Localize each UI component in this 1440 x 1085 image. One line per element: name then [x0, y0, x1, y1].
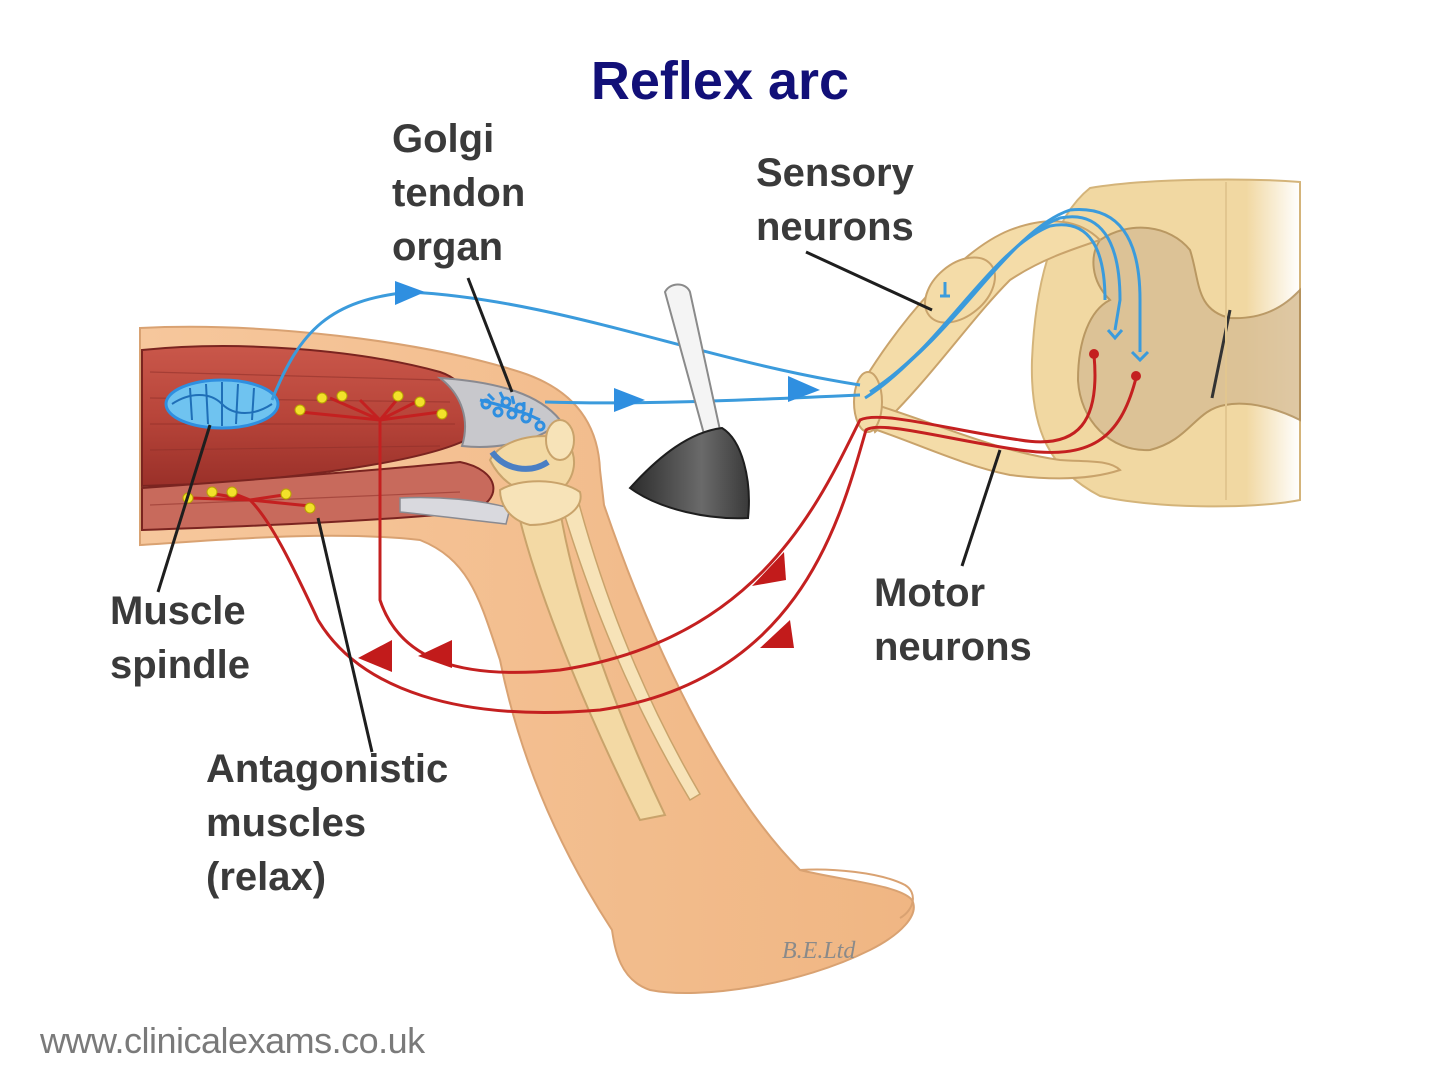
label-antagonistic-line-3: (relax) [206, 855, 327, 899]
dorsal-root-ganglion [924, 256, 996, 324]
motor-neuron-bodies [1089, 349, 1141, 381]
toes [799, 868, 914, 919]
motor-arrow-3 [418, 640, 452, 668]
sensory-terminals [1106, 329, 1150, 363]
lower-tendon [399, 496, 511, 525]
label-motor-neurons: Motor neurons [874, 566, 1032, 674]
spinal-cord [1030, 178, 1301, 508]
hammer-head [628, 426, 750, 520]
spindle-afferent-path [270, 290, 861, 401]
tibia-head [498, 480, 582, 527]
knee-joint [488, 419, 582, 527]
motor-arrow-4 [358, 640, 392, 672]
quadriceps-motor-branches [299, 395, 441, 422]
patella [545, 419, 575, 461]
hammer-handle [663, 283, 722, 436]
grey-matter [1076, 226, 1301, 452]
label-sensory-line-2: neurons [756, 205, 914, 249]
nerve-root [853, 220, 1122, 480]
reflex-hammer [628, 283, 750, 520]
muscle-spindle [164, 378, 280, 430]
motor-to-hamstring [248, 377, 1138, 714]
sensory-arrows [395, 281, 820, 412]
label-muscle-spindle: Muscle spindle [110, 584, 250, 692]
leader-antagonistic [316, 517, 374, 753]
sensory-arrow-1 [395, 281, 425, 305]
label-golgi-line-1: Golgi [392, 117, 495, 161]
leader-spindle [156, 424, 212, 593]
label-spindle-line-2: spindle [110, 643, 251, 687]
label-antagonistic-muscles: Antagonistic muscles (relax) [206, 742, 448, 904]
motor-arrow-1 [752, 552, 786, 586]
motor-arrows [358, 552, 794, 672]
sensory-arrow-2 [614, 388, 645, 412]
label-motor-line-2: neurons [874, 625, 1032, 669]
ventral-root [858, 398, 1122, 480]
leader-lines [156, 250, 1002, 753]
footer-website-link[interactable]: www.clinicalexams.co.uk [40, 1020, 425, 1061]
sensory-arrow-3 [788, 376, 820, 402]
leader-motor [960, 449, 1002, 567]
label-golgi-line-3: organ [392, 225, 504, 269]
fibula [558, 499, 702, 802]
motor-arrow-2 [760, 620, 794, 648]
label-golgi-tendon-organ: Golgi tendon organ [392, 112, 525, 274]
leader-golgi [466, 277, 514, 393]
golgi-tendon-organ [479, 391, 546, 432]
label-antagonistic-line-2: muscles [206, 801, 367, 845]
label-spindle-line-1: Muscle [110, 589, 246, 633]
label-golgi-line-2: tendon [392, 171, 526, 215]
sensory-into-cord-3 [864, 223, 1107, 400]
motor-to-quadriceps [378, 354, 1097, 674]
meniscus [489, 450, 550, 472]
artist-signature: B.E.Ltd [782, 938, 856, 964]
label-sensory-line-1: Sensory [756, 151, 914, 195]
leader-sensory [805, 250, 933, 312]
label-sensory-neurons: Sensory neurons [756, 146, 914, 254]
label-motor-line-1: Motor [874, 571, 986, 615]
label-antagonistic-line-1: Antagonistic [206, 747, 449, 791]
nerve-endings [182, 390, 448, 514]
diagram-title: Reflex arc [590, 51, 850, 111]
